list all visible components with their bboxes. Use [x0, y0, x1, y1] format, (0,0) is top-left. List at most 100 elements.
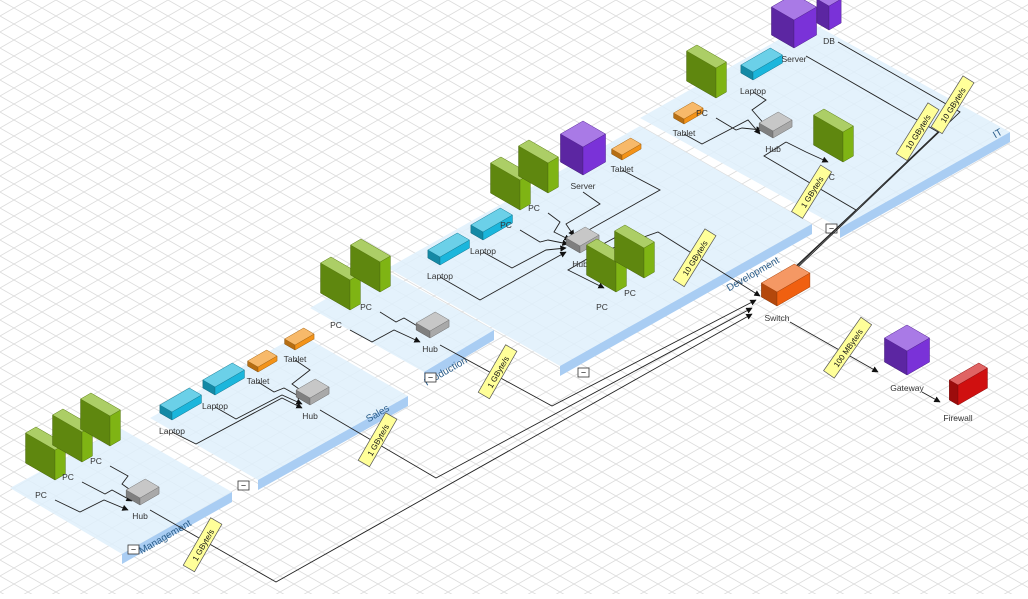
link-l_d5[interactable] — [565, 191, 601, 237]
laptop-icon — [202, 362, 245, 396]
link-l_p2[interactable] — [379, 311, 425, 331]
node-pc-i_pc1[interactable]: PC — [686, 44, 727, 118]
group-development-band — [560, 224, 812, 376]
pc-icon — [518, 139, 559, 194]
node-label: Server — [781, 54, 806, 64]
group-management-collapse-button[interactable]: − — [127, 545, 140, 555]
link-l_i1[interactable] — [683, 119, 761, 145]
group-management-band — [122, 492, 232, 564]
node-pc-d_pc2[interactable]: PC — [518, 139, 559, 213]
node-hub-i_hub[interactable]: Hub — [758, 111, 793, 154]
node-laptop-d_lap2[interactable]: Laptop — [470, 207, 513, 256]
collapse-icon: − — [428, 373, 433, 383]
server-icon — [770, 0, 818, 49]
link-l_p1[interactable] — [349, 329, 421, 343]
node-label: PC — [528, 203, 540, 213]
node-server-d_srv[interactable]: Server — [559, 120, 607, 191]
node-label: Hub — [422, 344, 438, 354]
link-l_d1[interactable] — [439, 251, 567, 301]
node-db-i_db[interactable]: DB — [816, 0, 842, 46]
link-l_i4[interactable] — [785, 141, 829, 163]
laptop-icon — [740, 47, 783, 81]
node-label: PC — [360, 302, 372, 312]
server-icon — [559, 120, 607, 176]
node-label: PC — [500, 220, 512, 230]
node-label: PC — [596, 302, 608, 312]
link-l_i3[interactable] — [751, 91, 767, 127]
node-label: Laptop — [159, 426, 185, 436]
node-label: Tablet — [247, 376, 270, 386]
node-label: PC — [90, 456, 102, 466]
gateway-icon — [883, 324, 931, 376]
node-laptop-s_lap1[interactable]: Laptop — [159, 387, 202, 436]
node-laptop-s_lap2[interactable]: Laptop — [202, 362, 245, 411]
group-production-band — [424, 330, 494, 382]
collapse-icon: − — [829, 224, 834, 234]
link-l_d6[interactable] — [577, 169, 661, 237]
node-pc-p_pc2[interactable]: PC — [350, 238, 391, 312]
node-hub-p_hub[interactable]: Hub — [415, 311, 450, 354]
link-l_d2[interactable] — [482, 245, 567, 269]
group-development-collapse-button[interactable]: − — [577, 368, 590, 378]
node-label: Hub — [132, 511, 148, 521]
node-pc-d_pc4[interactable]: PC — [614, 224, 655, 298]
link-l_gw_fw[interactable] — [921, 391, 941, 403]
node-hub-m_hub[interactable]: Hub — [125, 478, 160, 521]
node-label: Laptop — [470, 246, 496, 256]
group-it-collapse-button[interactable]: − — [825, 224, 838, 234]
node-label: Laptop — [740, 86, 766, 96]
link-l_d4[interactable] — [547, 212, 571, 241]
switch-icon — [760, 263, 811, 307]
tablet-icon — [284, 327, 315, 351]
node-label: PC — [62, 472, 74, 482]
link-l_m2[interactable] — [81, 481, 133, 502]
node-pc-m_pc3[interactable]: PC — [80, 392, 121, 466]
node-label: Server — [570, 181, 595, 191]
link-l_d3[interactable] — [519, 229, 569, 246]
link-l_sw_gw[interactable] — [789, 321, 879, 373]
pc-icon — [686, 44, 727, 99]
hub-icon — [125, 478, 160, 506]
node-pc-i_pc2[interactable]: PC — [813, 108, 854, 182]
node-tablet-s_tab2[interactable]: Tablet — [284, 327, 315, 364]
node-tablet-s_tab1[interactable]: Tablet — [247, 349, 278, 386]
link-l_db_sw[interactable] — [771, 41, 961, 293]
tablet-icon — [673, 101, 704, 125]
link-l_i2[interactable] — [715, 117, 763, 133]
pc-icon — [813, 108, 854, 163]
link-l_s3[interactable] — [257, 381, 305, 400]
node-tablet-i_tab[interactable]: Tablet — [673, 101, 704, 138]
collapse-icon: − — [131, 545, 136, 555]
link-l_s1[interactable] — [171, 397, 303, 445]
link-l_sales_sw[interactable] — [319, 307, 753, 479]
hub-icon — [415, 311, 450, 339]
node-firewall-firewall[interactable]: Firewall — [943, 362, 988, 423]
node-switch-switch[interactable]: Switch — [760, 263, 811, 323]
node-hub-s_hub[interactable]: Hub — [295, 378, 330, 421]
link-l_srv_sw[interactable] — [767, 55, 939, 295]
node-label: Gateway — [890, 383, 924, 393]
node-server-i_srv[interactable]: Server — [770, 0, 818, 64]
group-sales-area — [150, 334, 408, 480]
node-gateway-gateway[interactable]: Gateway — [883, 324, 931, 393]
laptop-icon — [470, 207, 513, 241]
node-label: Tablet — [673, 128, 696, 138]
group-sales-collapse-button[interactable]: − — [237, 481, 250, 491]
link-l_mgmt_sw[interactable] — [149, 313, 753, 583]
group-production-collapse-button[interactable]: − — [424, 373, 437, 383]
laptop-icon — [159, 387, 202, 421]
pc-icon — [80, 392, 121, 447]
link-l_s2[interactable] — [214, 394, 303, 420]
node-laptop-i_lap[interactable]: Laptop — [740, 47, 783, 96]
laptop-icon — [427, 232, 470, 266]
collapse-icon: − — [241, 481, 246, 491]
link-l_prod_sw[interactable] — [439, 299, 757, 407]
group-sales-band — [258, 396, 408, 490]
link-l_d7[interactable] — [567, 255, 605, 289]
node-label: Hub — [572, 259, 588, 269]
node-label: Hub — [302, 411, 318, 421]
node-laptop-d_lap1[interactable]: Laptop — [427, 232, 470, 281]
node-tablet-d_tab[interactable]: Tablet — [611, 137, 642, 174]
link-l_m1[interactable] — [54, 499, 129, 513]
